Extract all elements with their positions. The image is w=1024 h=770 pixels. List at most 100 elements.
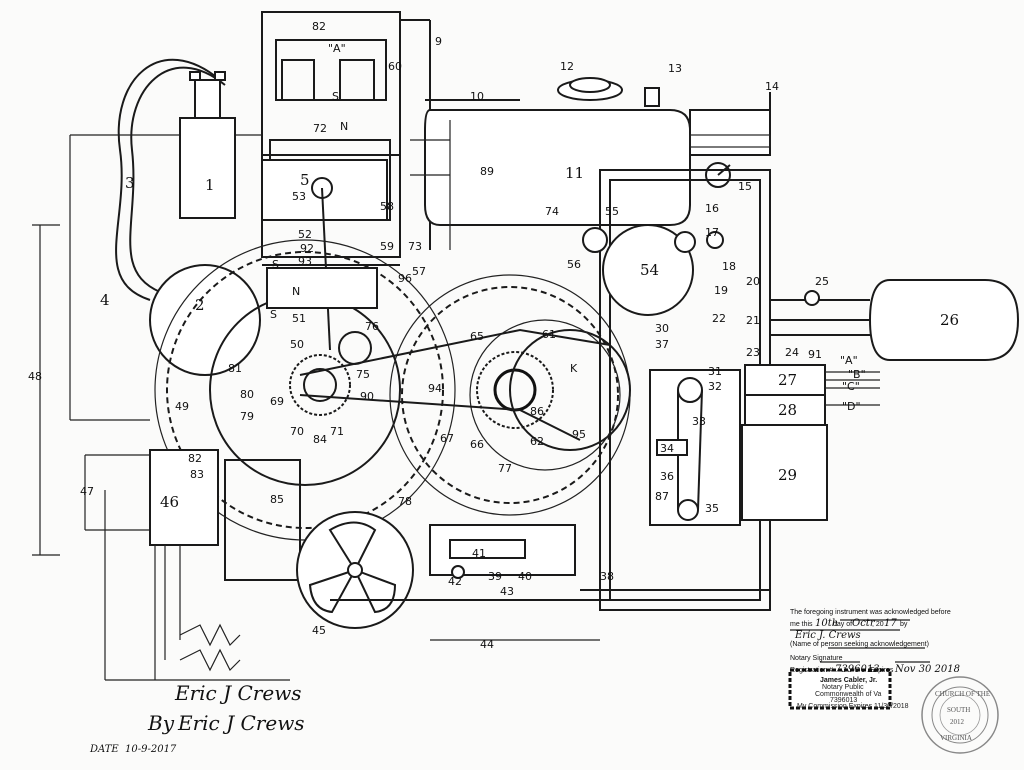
callout-27: 27 bbox=[778, 371, 797, 389]
letter-c: "C" bbox=[842, 380, 860, 393]
callout-71: 71 bbox=[330, 425, 344, 438]
callout-44: 44 bbox=[480, 638, 494, 651]
letter-a-top: "A" bbox=[328, 42, 346, 55]
callout-19: 19 bbox=[714, 284, 728, 297]
central-gears bbox=[299, 274, 631, 516]
callout-94: 94 bbox=[428, 382, 442, 395]
callout-85: 85 bbox=[270, 493, 284, 506]
callout-87: 87 bbox=[655, 490, 669, 503]
callout-14: 14 bbox=[765, 80, 779, 93]
callout-67: 67 bbox=[440, 432, 454, 445]
letter-k: K bbox=[570, 362, 578, 375]
callout-32: 32 bbox=[708, 380, 722, 393]
callout-69: 69 bbox=[270, 395, 284, 408]
callout-54: 54 bbox=[640, 261, 659, 279]
seal-bottom: VIRGINIA bbox=[940, 734, 972, 742]
letter-s-mid: S bbox=[272, 258, 279, 271]
callout-66: 66 bbox=[470, 438, 484, 451]
motor-54 bbox=[582, 224, 724, 316]
notary-block bbox=[788, 619, 930, 710]
notary-expires-label: Expires bbox=[870, 667, 894, 674]
callout-43: 43 bbox=[500, 585, 514, 598]
callout-93: 93 bbox=[298, 255, 312, 268]
notary-line-2a: me this bbox=[790, 621, 813, 628]
notary-line-2d: by bbox=[900, 621, 908, 628]
callout-18: 18 bbox=[722, 260, 736, 273]
seal-year: 2012 bbox=[950, 718, 965, 726]
callout-82: 82 bbox=[312, 20, 326, 33]
callout-40: 40 bbox=[518, 570, 532, 583]
callout-20: 20 bbox=[746, 275, 760, 288]
callout-10: 10 bbox=[470, 90, 484, 103]
letter-a: "A" bbox=[840, 354, 858, 367]
callout-34: 34 bbox=[660, 442, 674, 455]
callout-3: 3 bbox=[125, 174, 135, 192]
tank-26 bbox=[770, 279, 1020, 361]
callout-13: 13 bbox=[668, 62, 682, 75]
callout-61: 61 bbox=[542, 328, 556, 341]
tank-43 bbox=[330, 524, 600, 641]
callout-48: 48 bbox=[28, 370, 42, 383]
callout-65: 65 bbox=[470, 330, 484, 343]
notary-expires: Nov 30 2018 bbox=[894, 664, 960, 675]
notary-year: 17 bbox=[884, 618, 897, 629]
callout-39: 39 bbox=[488, 570, 502, 583]
notary-line-3: (Name of person seeking acknowledgement) bbox=[790, 641, 929, 648]
callout-29: 29 bbox=[778, 466, 797, 484]
notary-person: Eric J. Crews bbox=[794, 630, 861, 641]
seal-mid: SOUTH bbox=[947, 706, 970, 714]
callout-70: 70 bbox=[290, 425, 304, 438]
callout-9: 9 bbox=[435, 35, 442, 48]
callout-89: 89 bbox=[480, 165, 494, 178]
callout-84: 84 bbox=[313, 433, 327, 446]
callout-23: 23 bbox=[746, 346, 760, 359]
callout-95: 95 bbox=[572, 428, 586, 441]
letter-s-top: S bbox=[332, 90, 339, 103]
cylinder-5 bbox=[261, 159, 388, 351]
battery-1 bbox=[179, 71, 236, 219]
callout-11: 11 bbox=[565, 164, 584, 182]
callout-45: 45 bbox=[312, 624, 326, 637]
callout-47: 47 bbox=[80, 485, 94, 498]
callout-33: 33 bbox=[692, 415, 706, 428]
callout-74: 74 bbox=[545, 205, 559, 218]
callout-30: 30 bbox=[655, 322, 669, 335]
stamp-name: James Cabler, Jr. bbox=[820, 677, 877, 684]
callout-49: 49 bbox=[175, 400, 189, 413]
callout-73: 73 bbox=[408, 240, 422, 253]
callout-28: 28 bbox=[778, 401, 797, 419]
callout-59: 59 bbox=[380, 240, 394, 253]
callout-53: 53 bbox=[292, 190, 306, 203]
seal-top: CHURCH OF THE bbox=[935, 690, 990, 698]
tank-11 bbox=[410, 99, 691, 250]
notary-signature-label: Notary Signature bbox=[790, 655, 843, 662]
letter-s-low: S bbox=[270, 308, 277, 321]
callout-57: 57 bbox=[412, 265, 426, 278]
callout-21: 21 bbox=[746, 314, 760, 327]
gauge-15 bbox=[705, 162, 731, 188]
letter-n-top: N bbox=[340, 120, 348, 133]
callout-46: 46 bbox=[160, 493, 179, 511]
component-12-13 bbox=[557, 77, 660, 107]
callout-90: 90 bbox=[360, 390, 374, 403]
callout-62: 62 bbox=[530, 435, 544, 448]
callout-55: 55 bbox=[605, 205, 619, 218]
letter-n-mid: N bbox=[292, 285, 300, 298]
callout-83: 83 bbox=[190, 468, 204, 481]
callout-81: 81 bbox=[228, 362, 242, 375]
stamp-state: Commonwealth of Va bbox=[815, 691, 882, 698]
callout-41: 41 bbox=[472, 547, 486, 560]
callout-82b: 82 bbox=[188, 452, 202, 465]
callout-25: 25 bbox=[815, 275, 829, 288]
fan-45 bbox=[296, 511, 414, 629]
callout-75: 75 bbox=[356, 368, 370, 381]
signature-1: Eric J Crews bbox=[174, 681, 302, 705]
notary-line-2b: day of bbox=[833, 621, 852, 628]
callout-1: 1 bbox=[205, 176, 215, 194]
callout-78: 78 bbox=[398, 495, 412, 508]
notary-registration-label: Registration # bbox=[790, 667, 833, 674]
seal-graphic bbox=[921, 676, 999, 754]
belt-drive bbox=[649, 369, 741, 526]
